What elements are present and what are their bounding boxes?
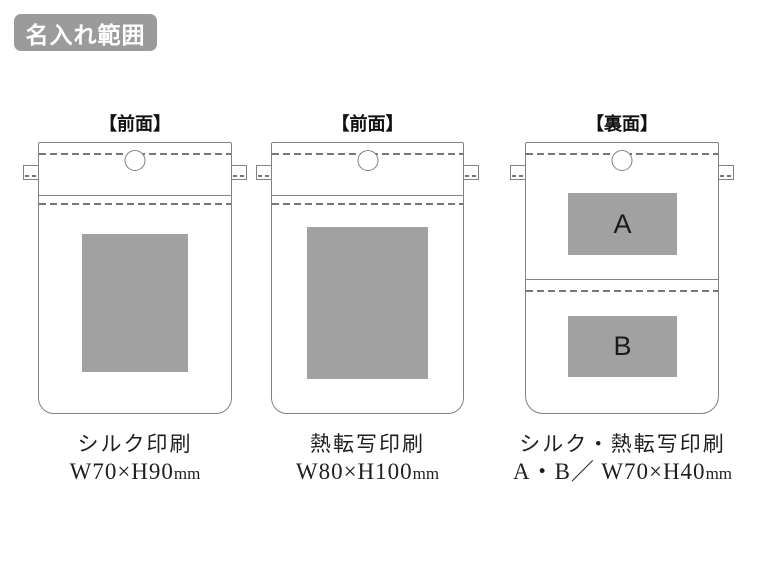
section-title-badge: 名入れ範囲 — [14, 14, 157, 51]
print-size-label: W70×H90mm — [20, 458, 250, 488]
stitch-line-mid — [526, 290, 718, 292]
tab-stitch-line — [258, 175, 270, 177]
tab-stitch-line — [25, 175, 37, 177]
size-value: W70×H90 — [69, 459, 174, 484]
print-area-front-heat-transfer — [307, 227, 428, 379]
casing-seam-line — [39, 195, 231, 196]
grommet-circle — [611, 150, 633, 171]
tab-stitch-line — [512, 175, 524, 177]
print-method-label: シルク印刷 — [77, 432, 193, 456]
print-area-b-label: B — [613, 331, 632, 361]
figure1-view-label: 【前面】 — [99, 114, 171, 134]
print-area-a: A — [568, 193, 677, 255]
size-value: A・B／ W70×H40 — [512, 459, 706, 484]
side-loop-right — [231, 165, 247, 180]
figure1-caption: シルク印刷 W70×H90mm — [20, 430, 250, 488]
print-area-a-label: A — [613, 208, 632, 239]
print-area-b: B — [568, 316, 677, 377]
side-loop-left — [256, 165, 272, 180]
print-method-label: シルク・熱転写印刷 — [519, 432, 726, 456]
side-loop-left — [23, 165, 39, 180]
size-unit: mm — [412, 464, 440, 483]
stitch-line-casing — [39, 203, 231, 205]
size-value: W80×H100 — [295, 459, 413, 484]
side-loop-right — [718, 165, 734, 180]
pouch-front-silk — [23, 142, 247, 414]
grommet-circle — [124, 150, 146, 171]
mid-seam-line — [526, 279, 718, 280]
figure2-view-label: 【前面】 — [331, 114, 404, 134]
figure2-caption: 熱転写印刷 W80×H100mm — [255, 430, 480, 488]
tab-stitch-line — [465, 175, 477, 177]
pouch-back: A B — [510, 142, 734, 414]
stitch-line-casing — [272, 203, 463, 205]
size-unit: mm — [173, 464, 201, 483]
figure3-caption: シルク・熱転写印刷 A・B／ W70×H40mm — [500, 430, 745, 488]
tab-stitch-line — [233, 175, 245, 177]
print-area-front-silk — [82, 234, 188, 372]
side-loop-right — [463, 165, 479, 180]
side-loop-left — [510, 165, 526, 180]
print-size-label: W80×H100mm — [255, 458, 480, 488]
pouch-front-heat-transfer — [256, 142, 479, 414]
print-size-label: A・B／ W70×H40mm — [500, 458, 745, 488]
print-method-label: 熱転写印刷 — [310, 432, 425, 456]
grommet-circle — [357, 150, 378, 171]
tab-stitch-line — [720, 175, 732, 177]
casing-seam-line — [272, 195, 463, 196]
figure3-view-label: 【裏面】 — [586, 114, 658, 134]
size-unit: mm — [705, 464, 733, 483]
